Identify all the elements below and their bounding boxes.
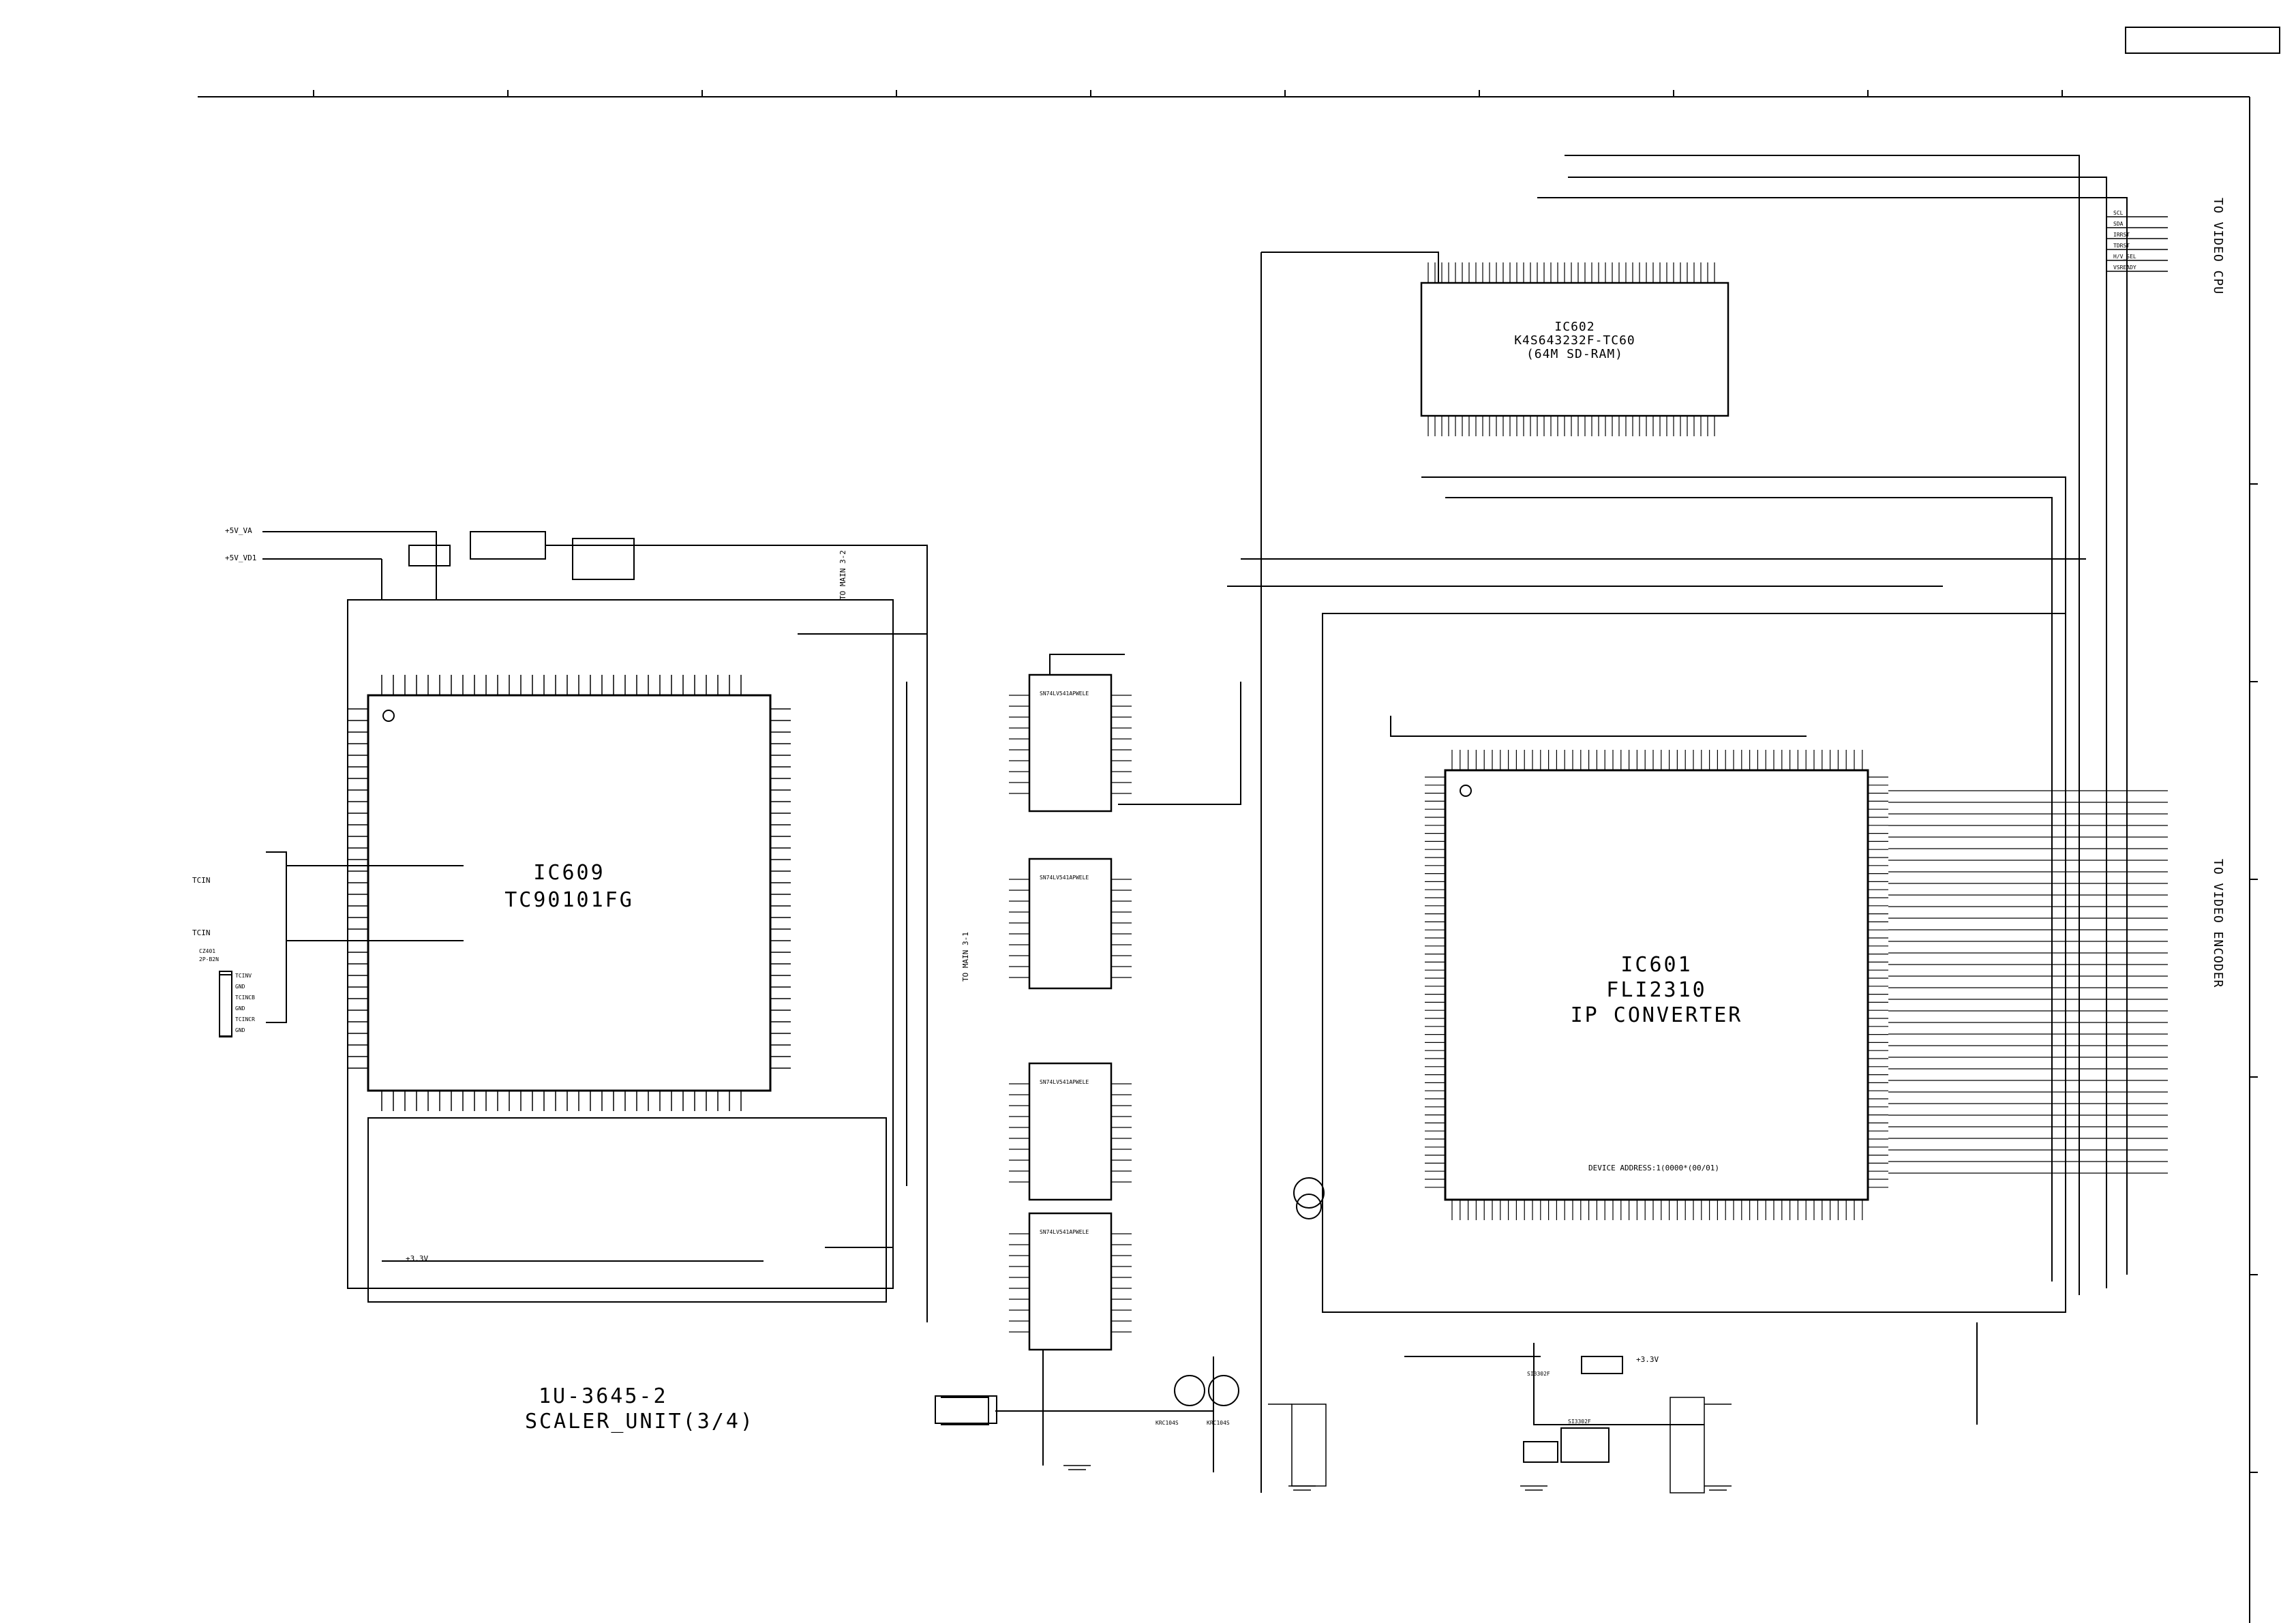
power-label-vd1: +5V_VD1 (225, 553, 256, 562)
buffer-4-part: SN74LV541APWELE (1040, 1229, 1089, 1235)
tr605-label: KRC104S (1207, 1420, 1230, 1426)
ic602-part: K4S643232F-TC60 (1514, 333, 1635, 348)
buffer-3 (1028, 1062, 1113, 1201)
connector-pin-3: TCINCB (235, 995, 255, 1001)
cpu-signal-irrst: IRRST (2113, 232, 2130, 238)
power-label-3v3-b: +3.3V (1636, 1355, 1659, 1364)
ground-symbols (1063, 1465, 1732, 1491)
connector-cz401: CZ401 2P-B2N TCINV GND TCINCB GND TCINCR… (199, 948, 255, 1037)
ic609-wiring (219, 531, 928, 1322)
ic602-ref: IC602 (1554, 320, 1595, 334)
cpu-signal-vsready: VSREADY (2113, 264, 2136, 271)
zone-ticks (313, 90, 2258, 1473)
to-video-cpu-label: TO VIDEO CPU (2211, 198, 2225, 294)
buffer-column: SN74LV541APWELE SN74LV541APWELE SN74LV54… (935, 654, 1241, 1472)
ic601-block: IC601 FLI2310 IP CONVERTER DEVICE ADDRES… (1293, 613, 2066, 1463)
buffer-3-part: SN74LV541APWELE (1040, 1079, 1089, 1085)
ic601-part: FLI2310 (1606, 978, 1706, 1002)
bottom-banks (1268, 1397, 1732, 1493)
ic609-body (367, 694, 772, 1092)
to-video-encoder-label: TO VIDEO ENCODER (2211, 859, 2225, 988)
ic601-address: DEVICE ADDRESS:1(0000*(00/01) (1588, 1164, 1719, 1172)
to-main-upper-label: TO MAIN 3-2 (839, 550, 847, 600)
board-name: SCALER_UNIT(3/4) (525, 1410, 755, 1434)
tcin-label-1: TCIN (192, 876, 211, 885)
cpu-signal-hv-sel: H/V_SEL (2113, 254, 2136, 260)
buffer-1-part: SN74LV541APWELE (1040, 691, 1089, 697)
cpu-signal-tdrst: TDRST (2113, 243, 2130, 249)
tr604-label: KRC104S (1155, 1420, 1179, 1426)
ic607-label: SI3302F (1568, 1419, 1591, 1425)
ic609-block: IC609 TC90101FG (348, 675, 791, 1111)
board-code: 1U-3645-2 (539, 1384, 668, 1408)
ic609-part: TC90101FG (504, 888, 634, 912)
transistor-tr603 (1293, 1177, 1325, 1209)
ic602-block: IC602 K4S643232F-TC60 (64M SD-RAM) (1227, 155, 2128, 1493)
to-main-lower-label: TO MAIN 3-1 (961, 932, 970, 982)
connector-type: 2P-B2N (199, 956, 219, 962)
buffer-2 (1028, 858, 1113, 990)
transistor-tr605 (1208, 1375, 1239, 1406)
ic601-function: IP CONVERTER (1571, 1003, 1743, 1027)
connector-pin-2: GND (235, 984, 245, 990)
connector-pin-6: GND (235, 1027, 245, 1033)
connector-pin-4: GND (235, 1005, 245, 1012)
ic606-label: SI3302F (1527, 1371, 1550, 1377)
transistor-tr607 (1296, 1194, 1322, 1219)
ic602-function: (64M SD-RAM) (1526, 347, 1623, 361)
buffer-2-part: SN74LV541APWELE (1040, 875, 1089, 881)
power-label-3v3-a: +3.3V (406, 1254, 428, 1263)
connector-pin-5: TCINCR (235, 1016, 255, 1022)
ic602-body (1420, 282, 1729, 417)
tcin-label-2: TCIN (192, 928, 211, 937)
connector-pin-1: TCINV (235, 973, 252, 979)
power-label-va: +5V_VA (225, 526, 252, 535)
ic601-body (1444, 769, 1869, 1201)
transistor-tr604 (1174, 1375, 1205, 1406)
ic601-ref: IC601 (1620, 953, 1692, 977)
title-box (2125, 27, 2280, 54)
buffer-4 (1028, 1212, 1113, 1351)
cpu-signal-sda: SDA (2113, 221, 2124, 227)
cpu-signal-group: SCL SDA IRRST TDRST H/V_SEL VSREADY (2106, 210, 2168, 272)
ic609-ref: IC609 (533, 861, 605, 885)
buffer-1 (1028, 673, 1113, 813)
cpu-signal-scl: SCL (2113, 210, 2124, 216)
connector-ref: CZ401 (199, 948, 215, 954)
